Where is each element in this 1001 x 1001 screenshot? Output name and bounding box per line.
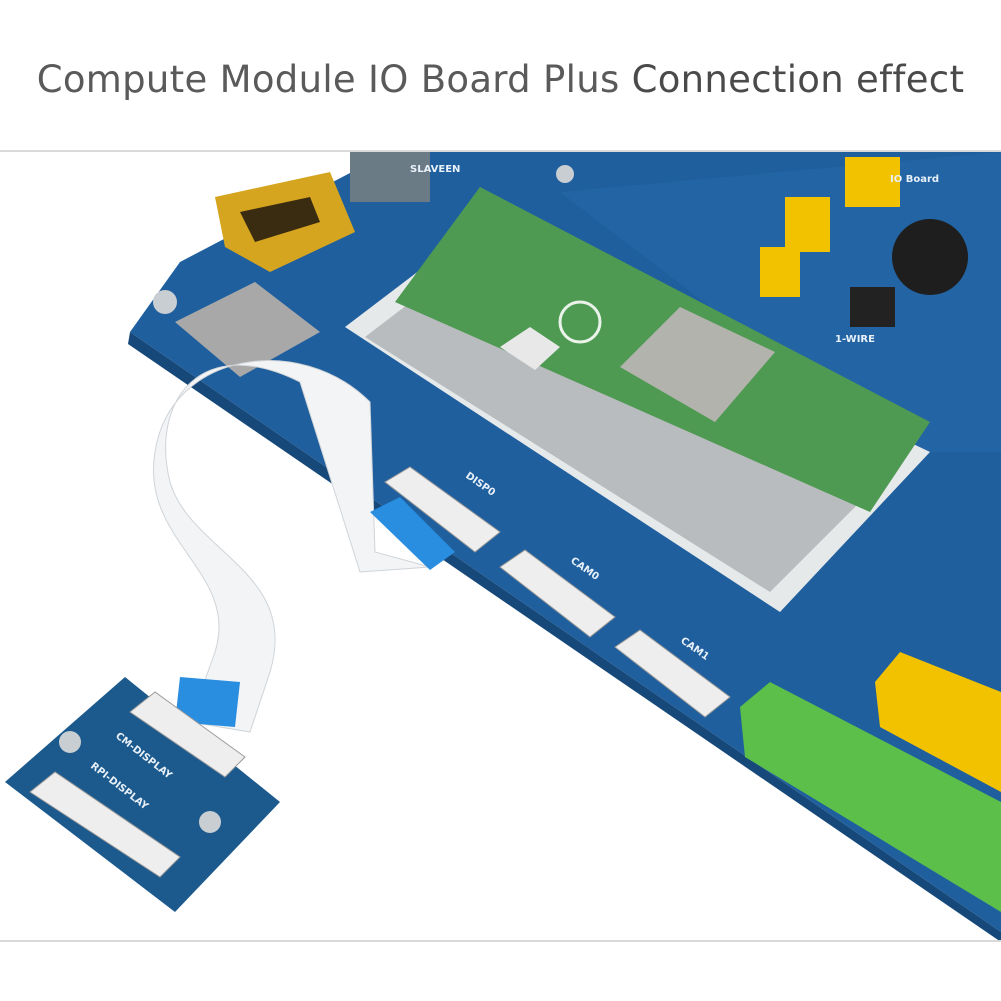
page-title: Compute Module IO Board Plus Connection …: [0, 58, 1001, 101]
emmc-chip: [500, 327, 560, 370]
one-wire-label: 1-WIRE: [835, 334, 875, 345]
ribbon-contact-top: [370, 497, 455, 570]
jumper: [845, 157, 900, 207]
adapter-fpc-connector: [29, 771, 181, 878]
raspberry-pi-logo: [558, 300, 602, 344]
board-trace-area: [560, 152, 1001, 452]
cam0-connector: [499, 549, 616, 638]
io-board-label: IO Board: [890, 174, 939, 185]
hdmi-port-opening: [240, 197, 320, 242]
sd-slot: [175, 282, 320, 377]
slave-label: SLAVEEN: [410, 164, 460, 175]
screw-terminal-block: [740, 682, 1001, 912]
cam1-connector: [614, 629, 731, 718]
disp0-connector: [384, 466, 501, 553]
yellow-header: [875, 652, 1001, 792]
buzzer: [892, 219, 968, 295]
ribbon-cable: [152, 360, 431, 733]
soc-chip: [620, 307, 775, 422]
pin-header: [850, 287, 895, 327]
title-main: Compute Module IO Board Plus: [36, 58, 620, 101]
jumper: [785, 197, 830, 252]
mounting-hole: [556, 165, 574, 183]
mounting-hole: [153, 290, 177, 314]
adapter-hole: [199, 811, 221, 833]
title-subtitle: Connection effect: [631, 58, 965, 101]
top-divider: [0, 150, 1001, 152]
product-photo: IO Board 1-WIRE SLAVEEN DISP0 CAM0 CAM1 …: [5, 152, 1001, 940]
bottom-divider: [0, 940, 1001, 942]
ribbon-contact-bottom: [175, 677, 240, 727]
usb-port: [350, 152, 430, 202]
adapter-hole: [59, 731, 81, 753]
adapter-fpc-connector: [129, 691, 246, 778]
jumper: [760, 247, 800, 297]
